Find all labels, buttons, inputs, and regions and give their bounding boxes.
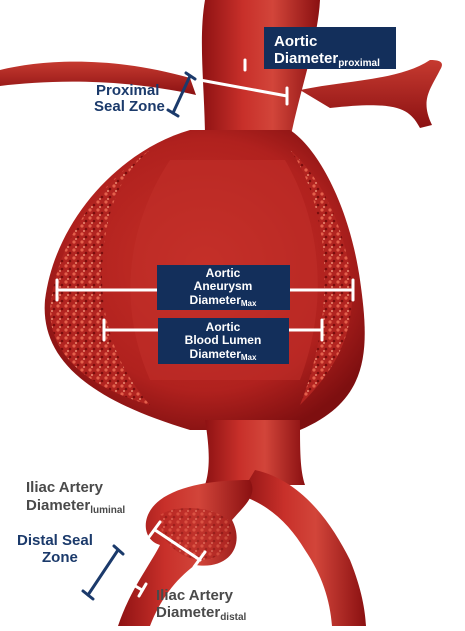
distal-seal-zone-bracket [83, 546, 123, 599]
proximal-seal-zone-label: Proximal Seal Zone [94, 82, 165, 115]
proximal-aorta [202, 0, 320, 140]
aortic-proximal-sub: proximal [338, 58, 380, 69]
svg-text:Diameterdistal: Diameterdistal [156, 604, 247, 623]
aortic-proximal-label: Aortic Diameterproximal [264, 27, 396, 69]
aneurysm-diameter-label: Aortic Aneurysm DiameterMax [157, 265, 290, 310]
distal-seal-line1: Distal Seal [17, 532, 93, 549]
svg-text:Diameterluminal: Diameterluminal [26, 497, 125, 516]
aortic-proximal-line1: Aortic [274, 33, 317, 50]
distal-seal-line2: Zone [42, 549, 78, 566]
aneurysm-sub: Max [241, 299, 257, 308]
iliac-distal-line1: Iliac Artery [156, 587, 234, 604]
lumen-line2: Blood Lumen [185, 333, 262, 347]
aneurysm-line1: Aortic [206, 266, 241, 280]
lumen-diameter-label: Aortic Blood Lumen DiameterMax [158, 318, 289, 364]
iliac-distal-label: Iliac Artery Diameterdistal [156, 587, 247, 623]
lumen-sub: Max [241, 353, 257, 362]
distal-seal-zone-label: Distal Seal Zone [17, 532, 93, 566]
aortic-proximal-line2: Diameter [274, 50, 338, 67]
proximal-seal-line1: Proximal [96, 82, 159, 99]
right-renal-artery [300, 60, 442, 128]
lumen-line3: Diameter [190, 347, 242, 361]
iliac-luminal-label: Iliac Artery Diameterluminal [26, 479, 125, 516]
iliac-distal-sub: distal [220, 612, 246, 623]
iliac-luminal-sub: luminal [90, 505, 125, 516]
iliac-luminal-line1: Iliac Artery [26, 479, 104, 496]
aneurysm-line3: Diameter [190, 293, 242, 307]
right-iliac-artery [240, 470, 366, 626]
aneurysm-line2: Aneurysm [194, 279, 253, 293]
iliac-distal-line2: Diameter [156, 604, 220, 621]
iliac-luminal-line2: Diameter [26, 497, 90, 514]
proximal-seal-line2: Seal Zone [94, 98, 165, 115]
lumen-line1: Aortic [206, 320, 241, 334]
